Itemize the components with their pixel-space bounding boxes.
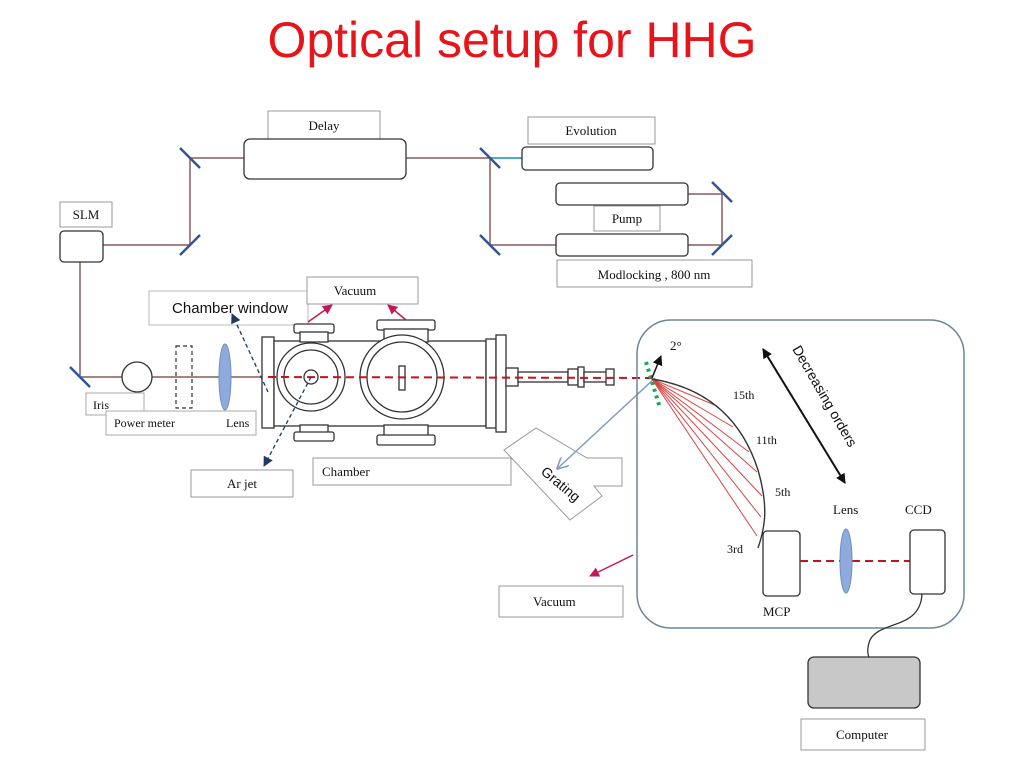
vacuum-arrow-2 [387,304,407,321]
slm-label-box [59,201,113,228]
power-meter-label-box [105,410,257,436]
pump-label-box [593,205,661,232]
ar-jet-pointer [263,376,312,467]
ar-jet-label: Ar jet [227,476,257,491]
port-top-left-neck [299,331,329,343]
power-meter [175,345,193,409]
mirror-pump-top-right [711,181,733,203]
vacuum-arrow-1 [307,304,333,323]
lens-left-label: Lens [226,416,250,430]
evolution-label: Evolution [565,123,617,138]
evolution-label-box [527,116,656,145]
beam-path [79,157,723,378]
port-bottom-right [376,434,436,446]
modlocking-label: Modlocking , 800 nm [598,267,711,282]
mirror-delay-left [179,147,201,169]
pump-stage: Pump Modlocking , 800 nm [555,182,753,288]
chamber-exit-flange-1 [485,338,497,429]
evolution-amplifier [521,146,654,171]
chamber [261,319,615,446]
pump-top [555,182,689,206]
iris [121,361,153,393]
chamber-window-pointer [231,313,269,393]
computer [807,656,921,709]
slide-title: Optical setup for HHG [267,12,757,68]
mcp-detector [762,530,801,597]
iris-label: Iris [93,398,109,412]
order-11-label: 11th [756,433,777,447]
mirror-bottom-left [69,366,91,388]
vacuum-top-label-box [306,276,419,305]
grating-callout [503,427,623,521]
delay-stage: Delay [243,110,407,180]
vacuum-bottom-label-box [498,585,624,618]
slm: SLM [59,201,113,263]
focusing-lens-left [218,343,232,411]
computer-label-box [800,718,926,751]
slm-device [59,230,104,263]
decreasing-orders-label: Decreasing orders [789,343,860,450]
mirror-delay-right [479,147,501,169]
order-3-label: 3rd [727,542,743,556]
chamber-exit-flange-2 [495,334,507,433]
mirror-pump-left [479,234,501,256]
decreasing-orders-arrow [762,348,846,484]
modlocking-oscillator [555,233,689,257]
evolution-stage: Evolution [521,116,656,171]
chamber-label-box [312,457,512,486]
focal-curve [651,378,766,549]
order-5-label: 5th [775,485,790,499]
slm-label: SLM [73,207,100,222]
imaging-lens [839,528,853,594]
delay-label: Delay [308,118,340,133]
ccd-camera [909,529,946,595]
ccd-label: CCD [905,502,932,517]
diffracted-orders [651,378,763,537]
ar-jet-label-box [190,469,294,498]
ccd-cable [867,593,923,661]
mirror-pump-bottom-right [711,234,733,256]
angle-label: 2° [670,338,682,353]
port-bottom-left [293,431,335,442]
vacuum-arrow-3 [589,554,634,577]
grating-surface [644,361,662,409]
modlocking-label-box [556,259,753,288]
lens-right-label: Lens [833,502,858,517]
power-meter-label: Power meter [114,416,175,430]
chamber-window-label: Chamber window [172,300,288,317]
incidence-angle-arrow [651,355,663,379]
computer-label: Computer [836,727,889,742]
grating-pointer [558,377,656,468]
vacuum-bottom-label: Vacuum [533,594,576,609]
delay-line [243,138,407,180]
mcp-label: MCP [763,604,790,619]
pump-label: Pump [612,211,642,226]
chamber-label: Chamber [322,464,370,479]
mirrors [69,147,733,388]
vacuum-top-label: Vacuum [334,283,377,298]
mirror-slm-corner [179,234,201,256]
order-15-label: 15th [733,388,754,402]
chamber-window-label-box [148,290,309,326]
delay-label-box [267,110,381,140]
spectrometer-chamber [636,319,965,629]
